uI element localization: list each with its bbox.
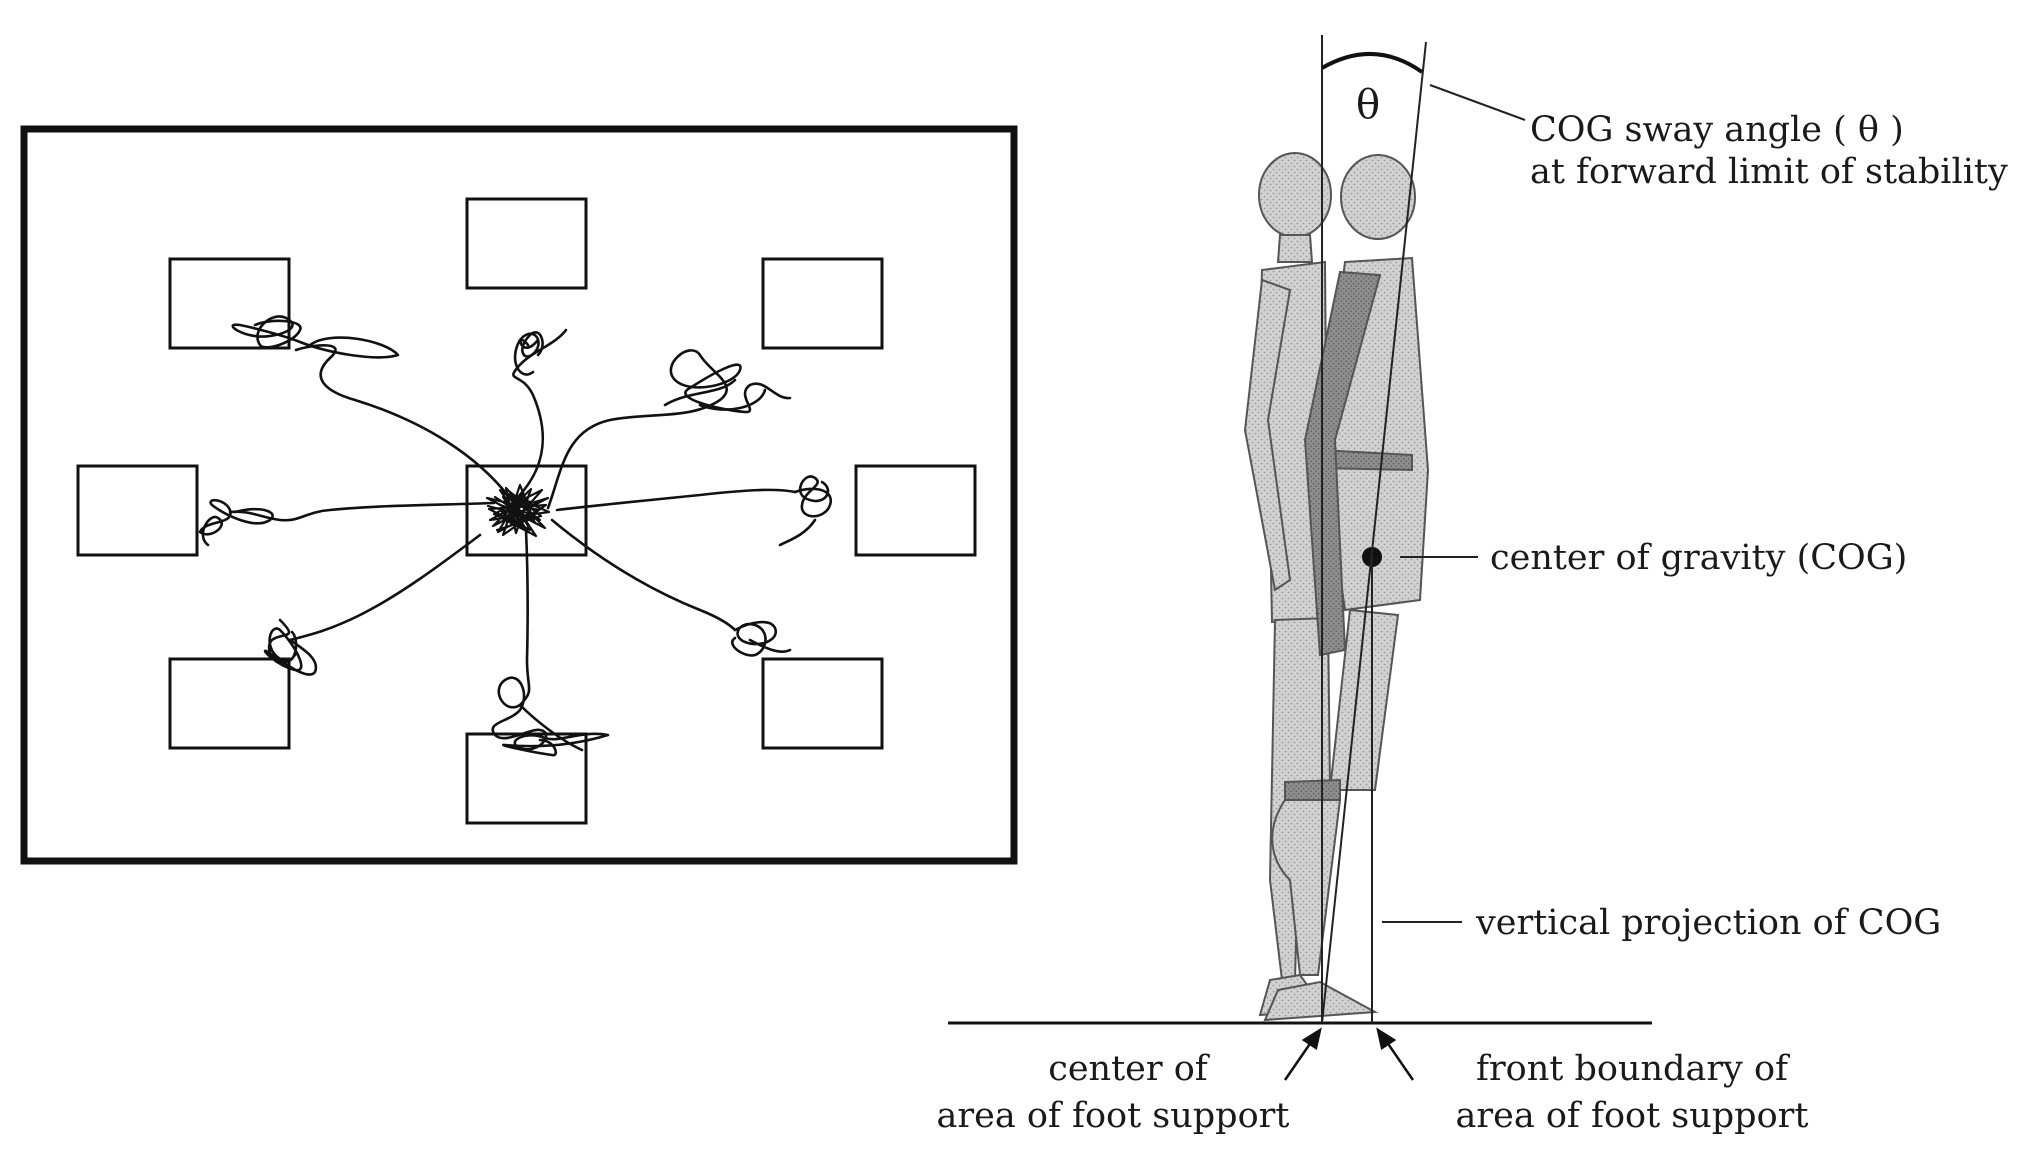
thigh-leaning	[1328, 608, 1400, 791]
sway-traces	[198, 315, 833, 757]
cog-sway-figure: θ COG sway angle ( θ ) at forward limit …	[937, 35, 2008, 1136]
theta-symbol: θ	[1356, 82, 1380, 128]
target-right	[854, 464, 977, 557]
body-leaning	[1263, 154, 1430, 1022]
vertical-projection-label: vertical projection of COG	[1475, 903, 1941, 943]
front-boundary-label-line1: front boundary of	[1476, 1049, 1791, 1089]
target-bottom	[465, 732, 588, 825]
shin-leaning	[1271, 799, 1342, 976]
target-top	[465, 197, 588, 290]
los-test-panel	[20, 125, 1018, 865]
target-left	[76, 464, 199, 557]
sway-line	[1321, 41, 1427, 1024]
neck-upright	[1276, 234, 1314, 263]
target-bottom-left	[168, 657, 291, 750]
theta-arc	[1321, 51, 1424, 74]
head-upright	[1258, 152, 1332, 238]
cog-label: center of gravity (COG)	[1490, 538, 1907, 578]
front-boundary-arrowhead	[1376, 1027, 1397, 1051]
sway-angle-label-line1: COG sway angle ( θ )	[1530, 110, 1904, 150]
target-top-left	[168, 257, 291, 350]
support-arrows	[1283, 1027, 1415, 1081]
sway-angle-label-line2: at forward limit of stability	[1530, 152, 2008, 192]
knee-leaning	[1284, 778, 1341, 804]
foot-leaning	[1263, 980, 1379, 1022]
sway-angle-leader	[1429, 84, 1526, 121]
target-bottom-right	[761, 657, 884, 750]
front-boundary-label-line2: area of foot support	[1456, 1096, 1809, 1136]
center-support-label-line1: center of	[1048, 1049, 1211, 1089]
center-support-label-line2: area of foot support	[937, 1096, 1290, 1136]
head-leaning	[1340, 154, 1416, 240]
arm-upright	[1243, 278, 1292, 592]
center-support-arrowhead	[1301, 1027, 1322, 1051]
target-top-right	[761, 257, 884, 350]
